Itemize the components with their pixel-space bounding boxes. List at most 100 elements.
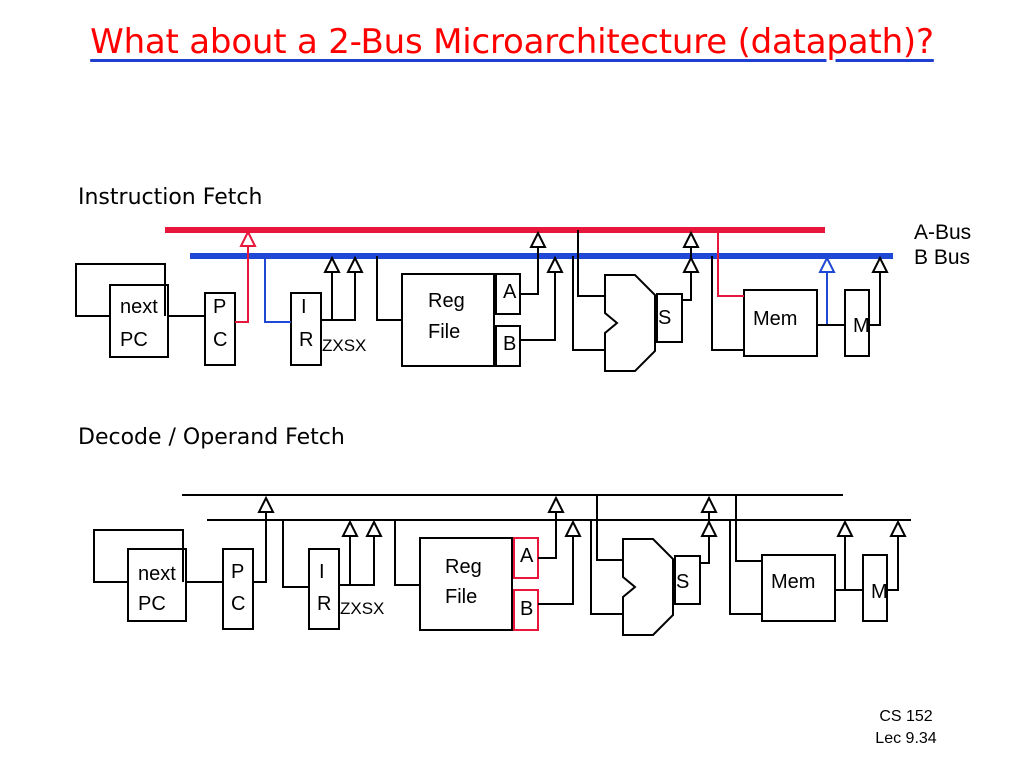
mem-box [743, 289, 818, 357]
next-pc-feedback-wire [75, 263, 166, 317]
footer-lecture: Lec 9.34 [875, 730, 937, 747]
ir-driver-1-icon-2 [341, 519, 359, 537]
regfile-label-line1: Reg [428, 290, 465, 312]
bbus-to-regfile-wire [376, 256, 402, 321]
mem-label: Mem [753, 308, 797, 330]
s-abus-driver-icon-2 [700, 495, 718, 513]
bbus-to-ir-wire-2 [282, 520, 309, 588]
s-abus-driver-icon [682, 230, 700, 248]
pc-abus-driver-icon [239, 229, 257, 247]
s-register-2 [674, 555, 701, 605]
decode-operand-fetch-heading: Decode / Operand Fetch [78, 425, 345, 450]
m-bbus-driver-icon [871, 255, 889, 273]
abus-to-mem-wire [717, 230, 744, 297]
ir-driver-1-icon [323, 255, 341, 273]
reg-b-bbus-driver-icon [546, 255, 564, 273]
bbus-to-mem-wire [711, 256, 744, 351]
reg-a-label-2: A [520, 545, 534, 567]
abus-to-alu-wire-2 [596, 495, 623, 561]
reg-a-to-abus-wire-2 [538, 512, 557, 559]
s-label-2: S [676, 571, 689, 593]
next-pc-box [109, 284, 169, 358]
pc-label-line2-2: C [231, 593, 245, 615]
m-bbus-driver-icon-2 [889, 519, 907, 537]
pc-to-abus-wire-2 [253, 512, 267, 583]
bbus-to-ir-wire [264, 256, 291, 323]
bbus-to-alu-wire-2 [590, 520, 623, 615]
slide-title: What about a 2-Bus Microarchitecture (da… [90, 22, 934, 62]
regfile-label-line1-2: Reg [445, 556, 482, 578]
ir-driver-1-wire-2 [339, 536, 351, 586]
panel-instruction-fetch: next PC P C I R ZXSX Reg File A B S Mem … [75, 227, 893, 372]
pc-register [204, 292, 236, 366]
next-pc-label-line2-2: PC [138, 593, 166, 615]
reg-b-label-2: B [520, 598, 533, 620]
footer-course: CS 152 [879, 708, 933, 725]
a-bus-label: A-Bus [914, 221, 972, 244]
mem-box-2 [761, 554, 836, 622]
b-bus-label: B Bus [914, 246, 971, 269]
alu-shape [604, 274, 656, 372]
m-register [844, 289, 870, 357]
ir-driver-2-icon-2 [365, 519, 383, 537]
reg-a-to-abus-wire [520, 247, 539, 295]
reg-a-label: A [503, 281, 517, 303]
next-pc-label-line1: next [120, 296, 158, 318]
s-label: S [658, 307, 671, 329]
pc-label-line1-2: P [231, 561, 244, 583]
ir-label-line2-2: R [317, 593, 331, 615]
s-to-bbus-wire [682, 272, 692, 301]
slide-footer: CS 152 Lec 9.34 [856, 706, 956, 750]
alu-shape-2 [622, 538, 674, 636]
next-pc-feedback-wire-2 [93, 529, 184, 583]
reg-b-to-bbus-wire-2 [538, 536, 574, 605]
pc-register-2 [222, 548, 254, 630]
m-to-bbus-wire-2 [887, 536, 899, 591]
panel-decode-operand-fetch: next PC P C I R ZXSX Reg File A B S Mem … [93, 494, 911, 636]
m-label-2: M [871, 581, 888, 603]
pc-to-abus-wire [235, 246, 249, 323]
abus-to-alu-wire [577, 230, 605, 297]
mem-label-2: Mem [771, 571, 815, 593]
s-bbus-driver-icon [682, 255, 700, 273]
m-register-2 [862, 554, 888, 622]
pc-label-line1: P [213, 296, 226, 318]
zxsx-label: ZXSX [322, 336, 366, 355]
instruction-fetch-heading: Instruction Fetch [78, 185, 263, 210]
reg-file-box-2 [419, 537, 513, 631]
mem-to-bbus-wire [817, 272, 828, 326]
m-label: M [853, 315, 870, 337]
abus-to-mem-wire-2 [735, 495, 762, 562]
mem-bbus-driver-icon-2 [836, 519, 854, 537]
ir-label-line1-2: I [319, 561, 325, 583]
pc-abus-driver-icon-2 [257, 495, 275, 513]
reg-b-label: B [503, 333, 516, 355]
reg-b-latch-2 [513, 589, 539, 631]
bbus-to-regfile-wire-2 [394, 520, 420, 586]
ir-driver-2-wire-2 [339, 536, 375, 586]
ir-label-line2: R [299, 329, 313, 351]
reg-b-bbus-driver-icon-2 [564, 519, 582, 537]
next-pc-box-2 [127, 548, 187, 622]
zxsx-label-2: ZXSX [340, 599, 384, 618]
ir-driver-2-wire [321, 272, 356, 321]
mem-bbus-driver-icon [818, 255, 836, 273]
ir-label-line1: I [301, 296, 307, 318]
reg-a-abus-driver-icon-2 [547, 495, 565, 513]
reg-a-abus-driver-icon [529, 230, 547, 248]
next-pc-label-line1-2: next [138, 563, 176, 585]
regfile-label-line2-2: File [445, 586, 477, 608]
m-to-bbus-wire [869, 272, 881, 326]
bbus-to-alu-wire [572, 256, 605, 351]
reg-b-latch [495, 325, 521, 367]
s-bbus-driver-icon-2 [700, 519, 718, 537]
ir-register-2 [308, 548, 340, 630]
ir-register [290, 292, 322, 366]
pc-label-line2: C [213, 329, 227, 351]
ir-driver-2-icon [346, 255, 364, 273]
regfile-label-line2: File [428, 321, 460, 343]
bbus-to-mem-wire-2 [729, 520, 762, 615]
reg-file-box [401, 273, 495, 367]
next-pc-label-line2: PC [120, 329, 148, 351]
